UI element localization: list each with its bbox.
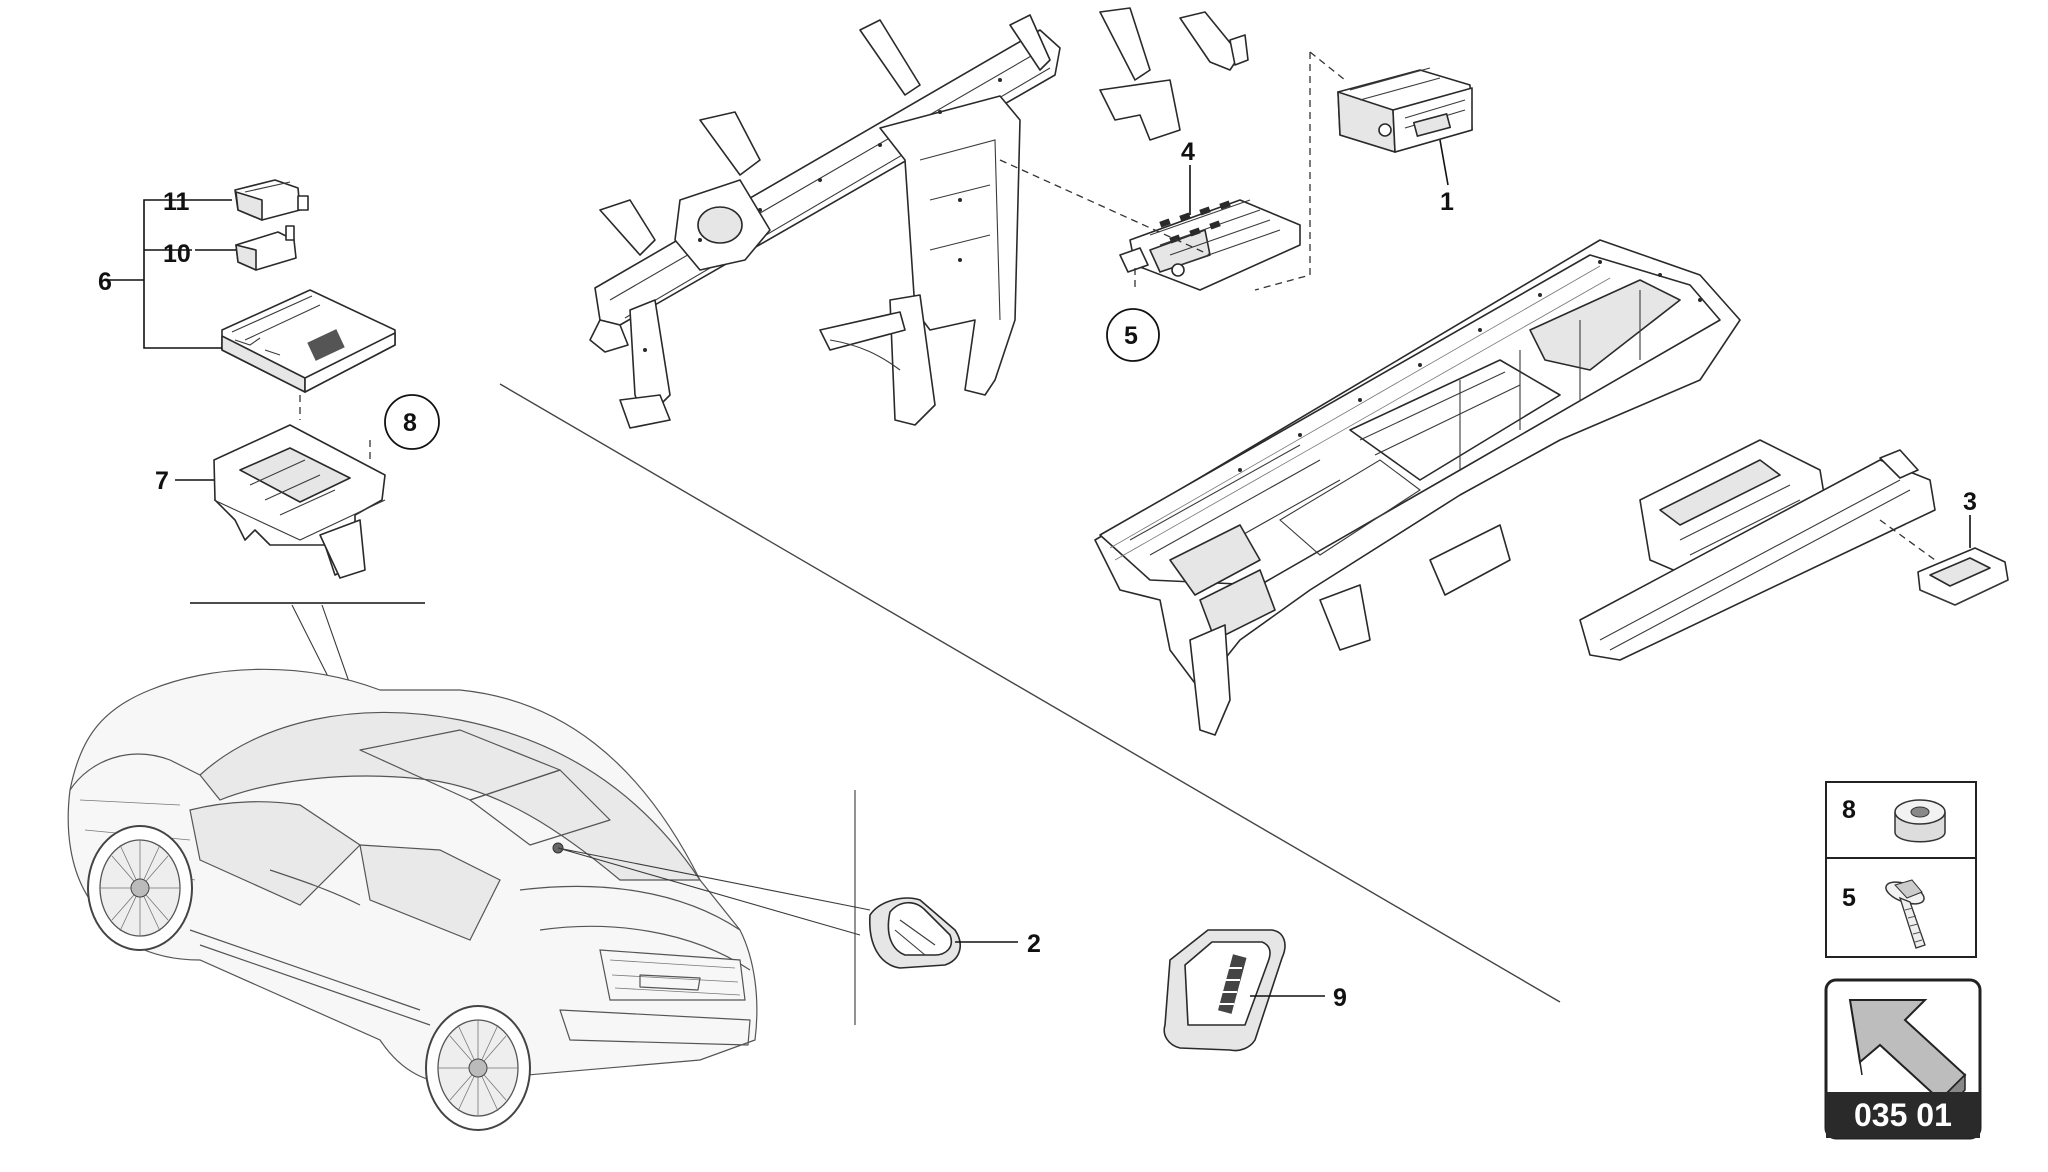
dashboard-assembly <box>1094 239 1936 736</box>
part-4-bracket <box>1119 199 1301 291</box>
front-wheel <box>87 825 193 951</box>
part-1-dashed-guide <box>1254 52 1311 291</box>
part-3-module <box>1917 547 2009 606</box>
callout-1: 1 <box>1440 188 1454 216</box>
callout-6: 6 <box>98 268 112 296</box>
callout-7: 7 <box>155 467 169 495</box>
part-7-tray <box>213 424 386 579</box>
part-2-roof-antenna <box>869 897 961 969</box>
part-11-sensor <box>234 179 309 221</box>
legend-label-8: 8 <box>1842 796 1856 824</box>
previous-page-nav[interactable]: 035 01 <box>1824 978 1982 1140</box>
section-divider-line <box>499 383 1561 1003</box>
part-10-sensor <box>235 225 297 271</box>
callout-3: 3 <box>1963 488 1977 516</box>
callout-9: 9 <box>1333 984 1347 1012</box>
vehicle-overview <box>67 602 758 1131</box>
callout-10: 10 <box>163 240 191 268</box>
page-code: 035 01 <box>1854 1097 1952 1133</box>
legend-label-5: 5 <box>1842 884 1856 912</box>
fastener-legend: 8 5 <box>1825 781 1977 958</box>
rear-wheel <box>425 1005 531 1131</box>
callout-4: 4 <box>1181 138 1195 166</box>
bolt-icon <box>1885 879 1926 949</box>
part-6-bracket <box>143 199 222 349</box>
part-6-control-module <box>221 289 396 393</box>
cross-car-beam <box>589 7 1249 429</box>
nut-icon <box>1894 799 1946 843</box>
callout-5-circle: 5 <box>1106 308 1160 362</box>
part-9-key-fob <box>1163 929 1286 1052</box>
callout-11: 11 <box>163 188 190 216</box>
callout-8-circle: 8 <box>384 394 440 450</box>
callout-8: 8 <box>403 409 417 437</box>
part-4-dashed-guide <box>999 159 1211 256</box>
callout-2: 2 <box>1027 930 1041 958</box>
callout-5: 5 <box>1124 322 1138 350</box>
part-1-control-unit <box>1337 67 1473 153</box>
